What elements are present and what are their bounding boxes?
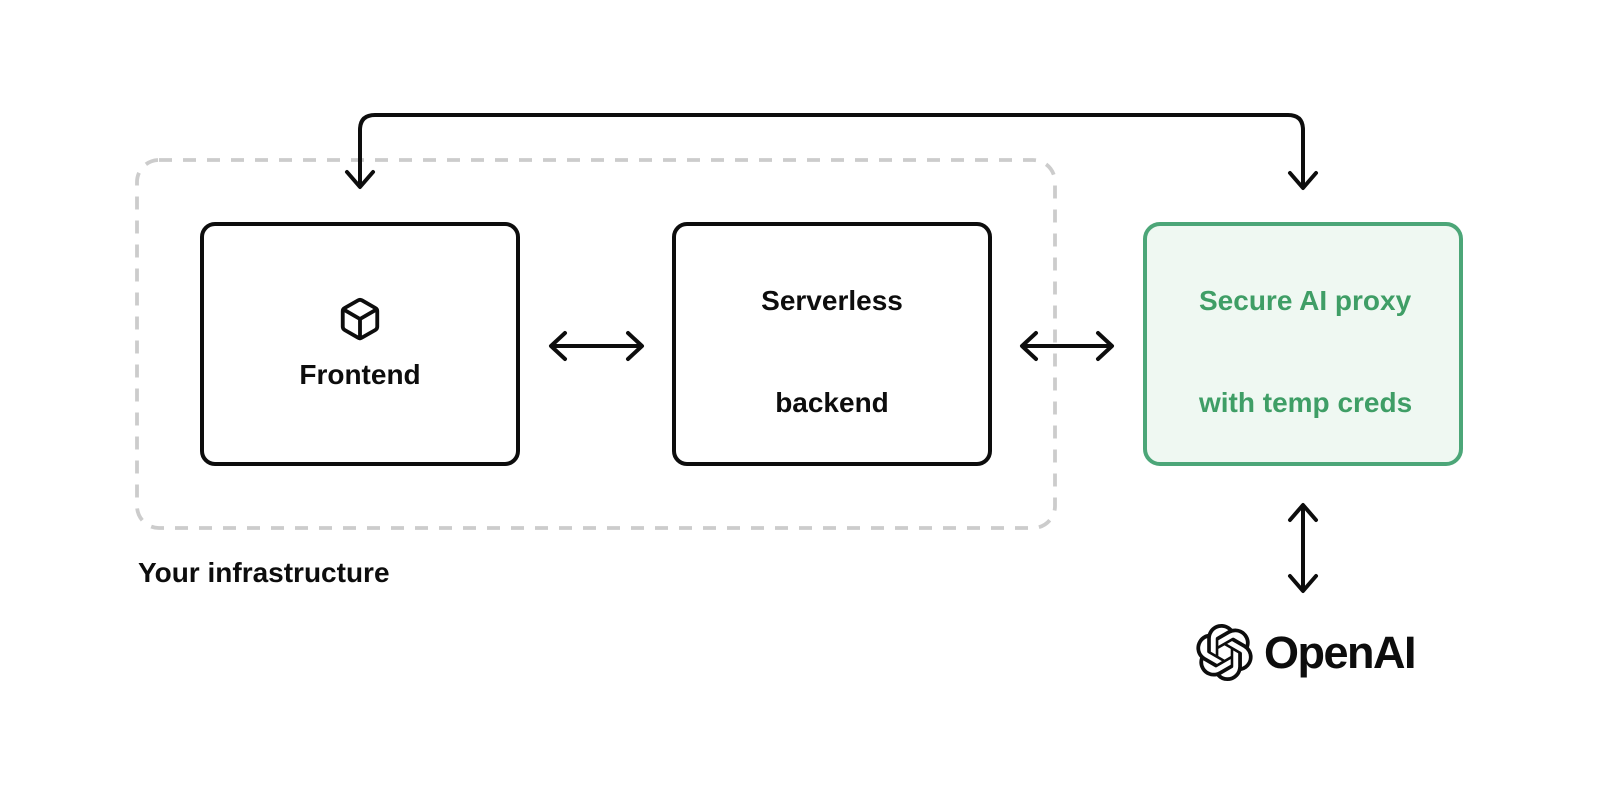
frontend-label: Frontend xyxy=(299,359,421,390)
openai-node: OpenAI xyxy=(1196,624,1417,681)
connector-top xyxy=(345,113,1318,190)
arrowhead-down-right xyxy=(1288,171,1318,190)
openai-wordmark: OpenAI xyxy=(1264,627,1417,678)
arrowhead-right xyxy=(1096,331,1114,361)
openai-logo-icon xyxy=(1196,624,1253,681)
secure-proxy-label: Secure AI proxy with temp creds xyxy=(1199,216,1412,488)
secure-proxy-label-line2: with temp creds xyxy=(1199,387,1413,418)
arrowhead-down xyxy=(1288,574,1318,593)
secure-proxy-node: Secure AI proxy with temp creds xyxy=(1143,222,1463,466)
frontend-node: Frontend xyxy=(200,222,520,466)
secure-proxy-label-line1: Secure AI proxy xyxy=(1199,285,1412,316)
serverless-backend-label-line1: Serverless xyxy=(761,285,903,316)
arrowhead-up xyxy=(1288,503,1318,522)
serverless-backend-label-line2: backend xyxy=(775,387,889,418)
box-icon xyxy=(340,297,380,341)
arrowhead-right xyxy=(626,331,644,361)
arrow-backend-proxy xyxy=(1020,331,1114,361)
arrowhead-left xyxy=(549,331,567,361)
infrastructure-boundary xyxy=(135,158,1057,530)
arrow-proxy-openai xyxy=(1288,503,1318,593)
serverless-backend-node: Serverless backend xyxy=(672,222,992,466)
infrastructure-caption: Your infrastructure xyxy=(138,557,390,588)
arrowhead-down-left xyxy=(345,170,375,189)
serverless-backend-label: Serverless backend xyxy=(761,216,903,488)
arrowhead-left xyxy=(1020,331,1038,361)
arrow-frontend-backend xyxy=(549,331,644,361)
